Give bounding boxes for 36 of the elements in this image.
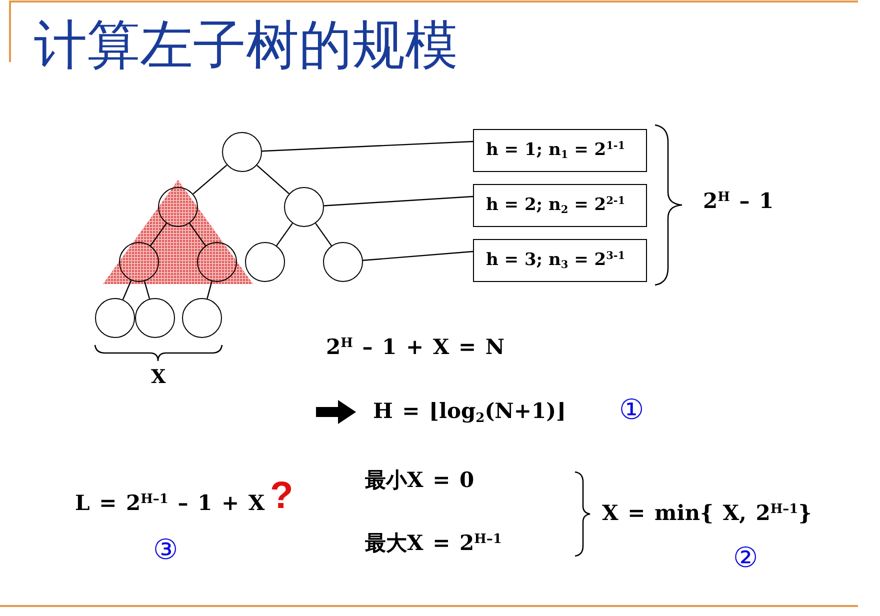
formula-box: h = 3; n$_{3}$ = 2$^{3-1}$ (473, 239, 647, 282)
tree-edge (192, 164, 228, 194)
tree-node (135, 298, 175, 338)
tree-node (158, 187, 198, 227)
tree-node (119, 242, 159, 282)
tree-edge (256, 164, 290, 194)
tree-node (95, 298, 135, 338)
tree-edge (122, 280, 132, 300)
circled-number: ① (619, 393, 644, 427)
formula-box: h = 1; n$_{1}$ = 2$^{1-1}$ (473, 129, 647, 172)
tree-edge (276, 222, 293, 246)
leader-line (324, 196, 474, 206)
math-formula: 最大X = 2$^{H–1}$ (365, 530, 502, 556)
circled-number: ③ (153, 533, 178, 567)
leader-line (262, 140, 474, 152)
tree-node (245, 242, 285, 282)
formula-box: h = 2; n$_{2}$ = 2$^{2-1}$ (473, 184, 647, 227)
tree-edge (206, 281, 212, 299)
tree-node (197, 242, 237, 282)
circled-number: ② (733, 541, 758, 575)
question-mark: ? (270, 474, 294, 519)
math-formula: 最小X = 0 (365, 467, 474, 492)
slide-title: 计算左子树的规模 (34, 14, 458, 78)
tree-node (284, 187, 324, 227)
math-formula: 2$^{H}$ – 1 + X = N (326, 334, 505, 360)
tree-edge (144, 281, 150, 299)
tree-node (222, 132, 262, 172)
variable-label: X (151, 366, 166, 389)
tree-edge (315, 222, 332, 246)
math-formula: L = 2$^{H–1}$ – 1 + X (75, 490, 265, 516)
leader-line (362, 250, 474, 261)
math-formula: X = min{ X, 2$^{H–1}$} (602, 500, 812, 526)
tree-node (182, 298, 222, 338)
math-formula: 2$^{H}$ – 1 (703, 188, 774, 214)
math-formula: H = ⌊log$_{2}$(N+1)⌋ (373, 398, 566, 424)
tree-node (323, 242, 363, 282)
